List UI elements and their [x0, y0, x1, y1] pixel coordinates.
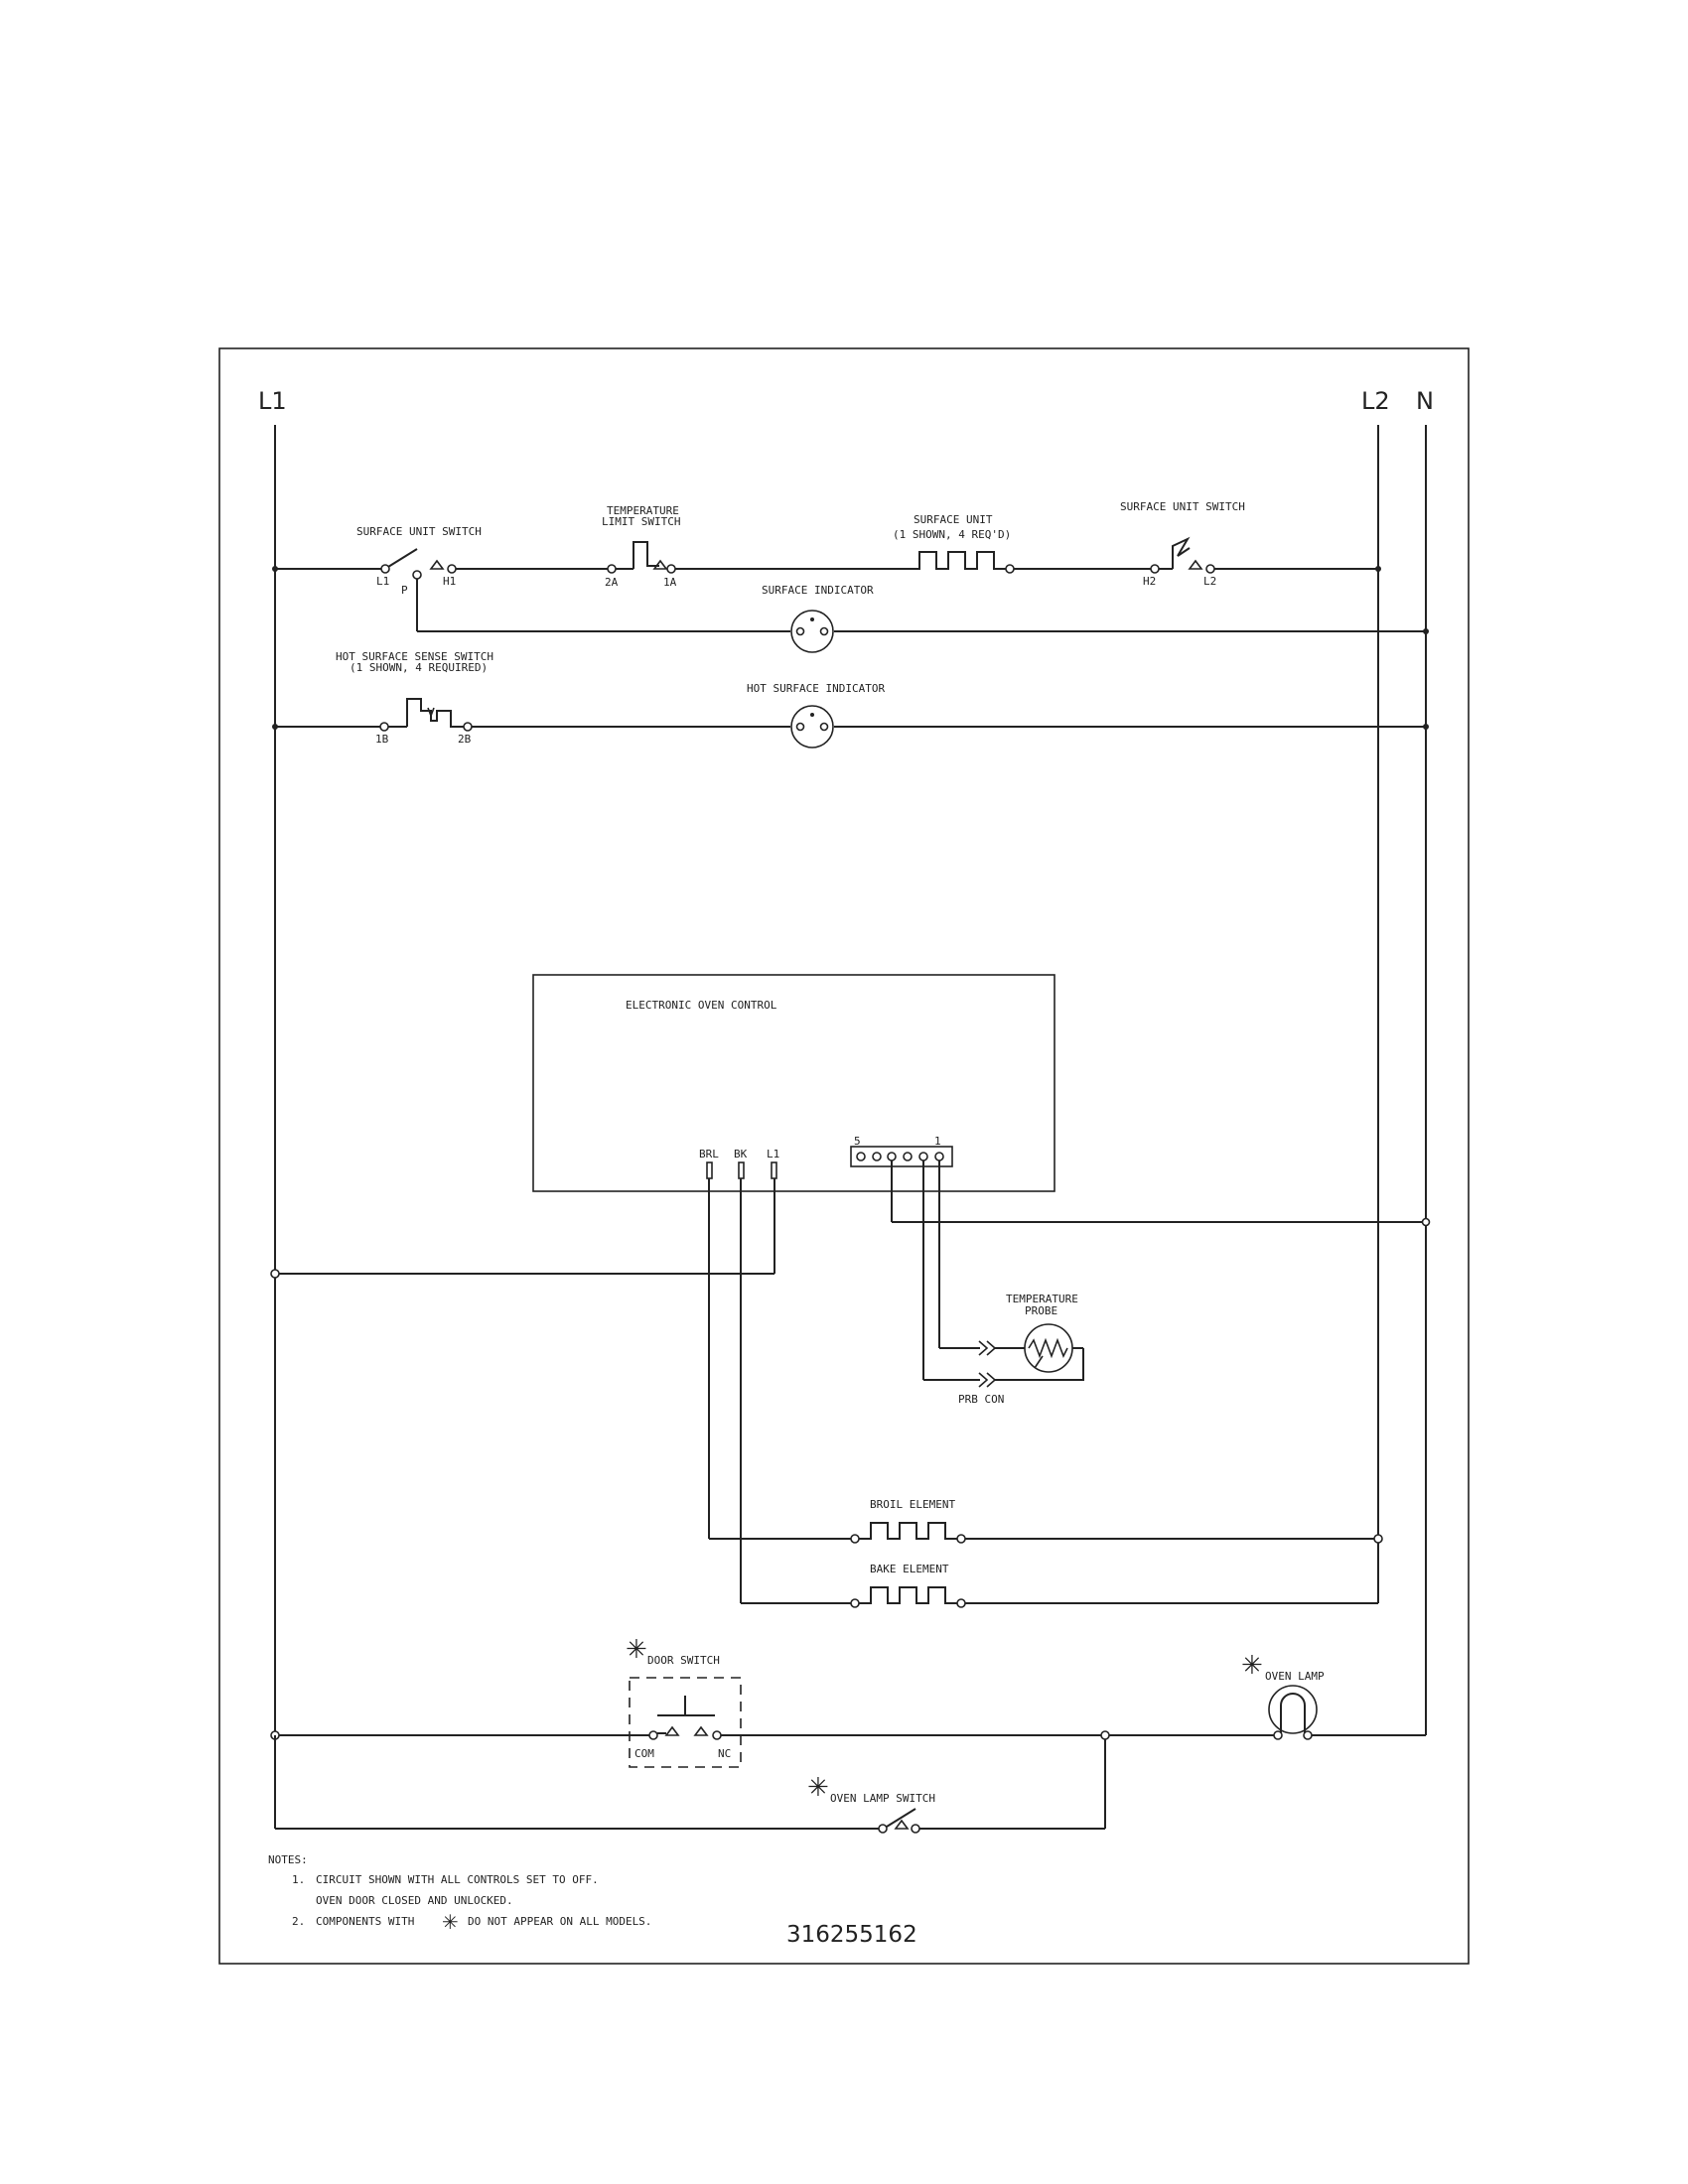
door-switch-circuit: [270, 1677, 1274, 1768]
oven-control-bk: BK: [734, 1148, 748, 1160]
surface-unit-line1: SURFACE UNIT: [914, 513, 993, 526]
oven-control-terminals: [706, 1146, 953, 1179]
temp-probe-line2: PROBE: [1025, 1304, 1057, 1317]
oven-lamp-bulb: [1268, 1685, 1426, 1740]
surface-indicator-label: SURFACE INDICATOR: [762, 584, 874, 597]
door-switch-nc: NC: [718, 1747, 731, 1760]
temp-probe-connector: PRB CON: [958, 1393, 1004, 1406]
door-switch-star: ✳: [626, 1635, 647, 1665]
surface-indicator-lamp: [790, 610, 1429, 653]
oven-control-pin5: 5: [854, 1135, 861, 1148]
hot-surface-circuit: [272, 698, 1429, 749]
surface-switch-left-p: P: [401, 584, 408, 597]
oven-control-brl: BRL: [699, 1148, 719, 1160]
oven-control-box: [532, 974, 1055, 1192]
note-2-star: ✳: [442, 1910, 459, 1934]
hot-surface-switch-2b: 2B: [458, 733, 472, 746]
surface-switch-left-label: SURFACE UNIT SWITCH: [356, 525, 482, 538]
hot-surface-switch-line1: HOT SURFACE SENSE SWITCH: [336, 650, 493, 663]
oven-lamp-switch-circuit: [274, 1735, 1106, 1834]
notes-title: NOTES:: [268, 1853, 308, 1866]
broil-element-label: BROIL ELEMENT: [870, 1498, 955, 1511]
control-l1-wire: [270, 1178, 775, 1279]
broil-element-circuit: [708, 1178, 1383, 1544]
rail-label-l1: L1: [258, 387, 287, 415]
temp-limit-switch-2a: 2A: [605, 576, 619, 589]
notes-block: NOTES: 1. CIRCUIT SHOWN WITH ALL CONTROL…: [268, 1853, 651, 1934]
hot-surface-switch-line2: (1 SHOWN, 4 REQUIRED): [350, 661, 488, 674]
surface-switch-left-h1: H1: [443, 575, 456, 588]
temperature-probe-circuit: [922, 1160, 1084, 1388]
temp-limit-switch-line1: TEMPERATURE: [607, 504, 679, 517]
note-2-number: 2.: [292, 1915, 305, 1928]
oven-lamp-switch-label: OVEN LAMP SWITCH: [830, 1792, 935, 1805]
door-switch-label: DOOR SWITCH: [647, 1654, 720, 1667]
part-number: 316255162: [786, 1922, 917, 1948]
oven-control-l1: L1: [767, 1148, 779, 1160]
rail-label-l2: L2: [1361, 387, 1390, 415]
temp-probe-line1: TEMPERATURE: [1006, 1293, 1078, 1305]
note-1-number: 1.: [292, 1873, 305, 1886]
surface-switch-right-l2: L2: [1203, 575, 1216, 588]
bake-element-label: BAKE ELEMENT: [870, 1563, 949, 1575]
note-2-suffix: DO NOT APPEAR ON ALL MODELS.: [468, 1915, 651, 1928]
surface-switch-right-h2: H2: [1143, 575, 1156, 588]
hot-surface-switch-1b: 1B: [375, 733, 389, 746]
oven-lamp-label: OVEN LAMP: [1265, 1670, 1325, 1683]
oven-lamp-switch-star: ✳: [807, 1773, 829, 1803]
note-1-line2: OVEN DOOR CLOSED AND UNLOCKED.: [316, 1894, 513, 1907]
surface-unit-line2: (1 SHOWN, 4 REQ'D): [893, 528, 1011, 541]
diagram-frame: [218, 347, 1470, 1965]
oven-control-label: ELECTRONIC OVEN CONTROL: [626, 999, 777, 1012]
surface-switch-right-label: SURFACE UNIT SWITCH: [1120, 500, 1245, 513]
temp-limit-switch-line2: LIMIT SWITCH: [602, 515, 680, 528]
rail-label-n: N: [1416, 387, 1434, 415]
hot-surface-indicator-label: HOT SURFACE INDICATOR: [747, 682, 885, 695]
bake-element-circuit: [740, 1178, 1378, 1608]
oven-control-pin1: 1: [934, 1135, 941, 1148]
temp-limit-switch-1a: 1A: [663, 576, 677, 589]
note-2-prefix: COMPONENTS WITH: [316, 1915, 414, 1928]
door-switch-com: COM: [634, 1747, 654, 1760]
control-neutral-wire: [891, 1160, 1431, 1227]
door-switch-box: [629, 1677, 742, 1768]
note-1-line1: CIRCUIT SHOWN WITH ALL CONTROLS SET TO O…: [316, 1873, 599, 1886]
oven-lamp-star: ✳: [1241, 1651, 1263, 1681]
surface-switch-left-l1: L1: [376, 575, 389, 588]
surface-unit-circuit: [272, 536, 1381, 632]
